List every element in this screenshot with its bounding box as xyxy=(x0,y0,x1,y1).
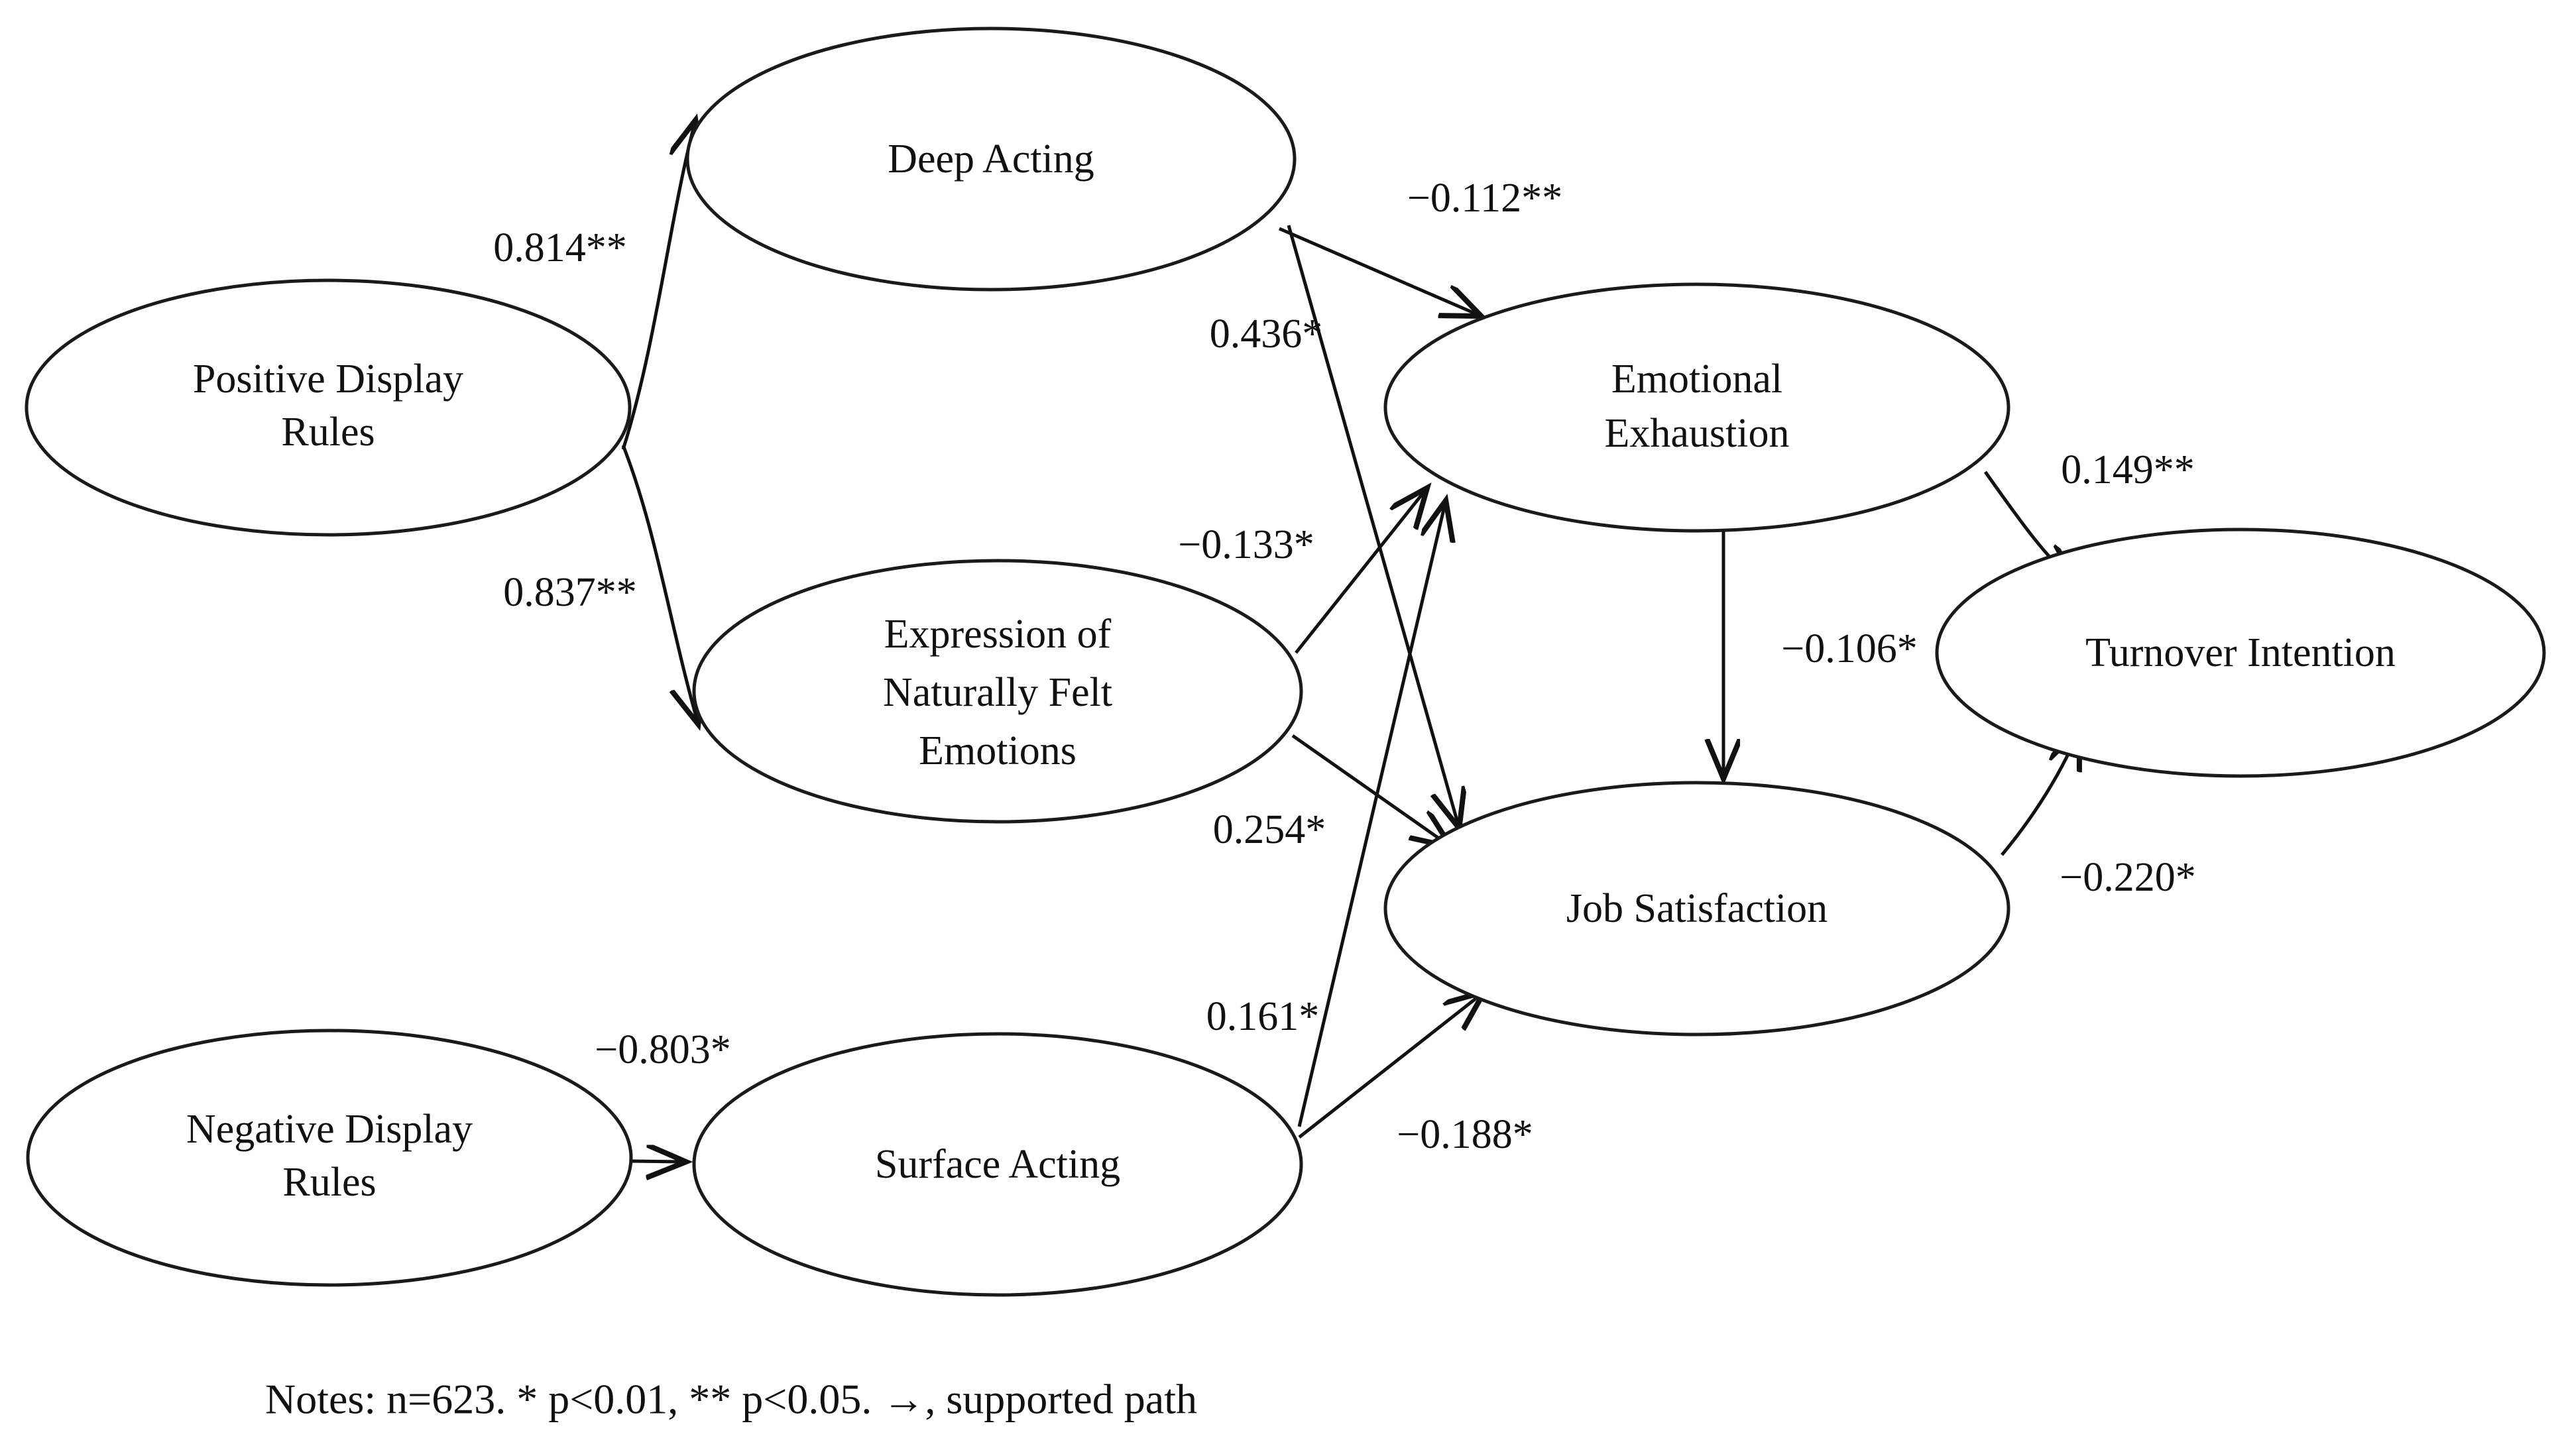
path-line-surface-acting-to-exhaustion xyxy=(1297,504,1445,1127)
figure-notes: Notes: n=623. * p<0.01, ** p<0.05. →, su… xyxy=(265,1376,1197,1423)
node-ellipse-surface-acting xyxy=(692,1032,1303,1297)
node-ellipse-deep-acting xyxy=(685,27,1297,292)
node-expression-naturally-felt-emotions[interactable]: Expression of Naturally Felt Emotions xyxy=(692,559,1303,824)
path-line-expression-to-exhaustion xyxy=(1295,490,1425,654)
node-label-expression-line3: Emotions xyxy=(919,728,1076,773)
path-line-pdr-to-deep-acting xyxy=(621,123,695,450)
node-ellipse-negative-display-rules xyxy=(26,1029,633,1287)
node-label-positive-display-rules: Positive Display xyxy=(193,357,463,402)
node-label-emotional-exhaustion-line2: Exhaustion xyxy=(1605,411,1790,456)
path-labels-group: 0.814** 0.837** −0.112** 0.436* −0.133* … xyxy=(493,176,2195,1157)
path-label-pdr-to-deep-acting: 0.814** xyxy=(493,225,627,270)
path-line-ndr-to-surface-acting xyxy=(630,1161,683,1162)
path-lines-group xyxy=(621,123,2078,1162)
path-label-deep-acting-to-job-sat: 0.436* xyxy=(1210,311,1323,357)
node-ellipse-expression-naturally-felt-emotions xyxy=(692,559,1303,824)
path-line-expression-to-job-sat xyxy=(1291,734,1448,845)
path-label-surface-acting-to-job-sat: −0.188* xyxy=(1397,1112,1533,1157)
node-label-negative-display-rules: Negative Display xyxy=(186,1107,473,1152)
node-ellipse-job-satisfaction xyxy=(1383,781,2010,1036)
path-line-deep-acting-to-job-sat xyxy=(1287,225,1458,825)
node-ellipse-turnover-intention xyxy=(1935,528,2546,778)
path-label-exhaustion-to-job-sat: −0.106* xyxy=(1781,626,1917,671)
node-label-expression-line1: Expression of xyxy=(884,612,1112,657)
node-label-job-satisfaction: Job Satisfaction xyxy=(1566,886,1828,931)
path-label-job-sat-to-turnover: −0.220* xyxy=(2060,855,2195,900)
path-label-exhaustion-to-turnover: 0.149** xyxy=(2061,447,2195,492)
node-job-satisfaction[interactable]: Job Satisfaction xyxy=(1383,781,2010,1036)
node-negative-display-rules[interactable]: Negative Display Rules xyxy=(26,1029,633,1287)
path-label-expression-to-exhaustion: −0.133* xyxy=(1178,522,1314,567)
path-label-pdr-to-expression: 0.837** xyxy=(503,570,637,615)
node-label-deep-acting: Deep Acting xyxy=(888,137,1094,182)
node-ellipse-emotional-exhaustion xyxy=(1383,282,2010,533)
node-label-negative-display-rules-line2: Rules xyxy=(282,1160,376,1205)
path-line-surface-acting-to-job-sat xyxy=(1298,994,1482,1139)
path-label-expression-to-job-sat: 0.254* xyxy=(1213,807,1326,852)
node-label-surface-acting: Surface Acting xyxy=(875,1142,1120,1187)
path-label-surface-acting-to-exhaustion: 0.161* xyxy=(1206,994,1320,1039)
node-turnover-intention[interactable]: Turnover Intention xyxy=(1935,528,2546,778)
node-label-turnover-intention: Turnover Intention xyxy=(2085,630,2396,675)
node-positive-display-rules[interactable]: Positive Display Rules xyxy=(25,278,632,537)
node-label-expression-line2: Naturally Felt xyxy=(883,670,1112,715)
path-line-pdr-to-expression xyxy=(621,445,697,721)
nodes-group: Positive Display Rules Deep Acting Expre… xyxy=(25,27,2546,1297)
node-label-emotional-exhaustion-line1: Emotional xyxy=(1611,357,1782,402)
node-deep-acting[interactable]: Deep Acting xyxy=(685,27,1297,292)
node-surface-acting[interactable]: Surface Acting xyxy=(692,1032,1303,1297)
path-label-ndr-to-surface-acting: −0.803* xyxy=(595,1027,730,1072)
path-label-deep-acting-to-exhaustion: −0.112** xyxy=(1407,176,1562,221)
path-line-deep-acting-to-exhaustion xyxy=(1279,227,1478,315)
node-label-positive-display-rules-line2: Rules xyxy=(281,410,375,455)
node-emotional-exhaustion[interactable]: Emotional Exhaustion xyxy=(1383,282,2010,533)
node-ellipse-positive-display-rules xyxy=(25,278,632,537)
